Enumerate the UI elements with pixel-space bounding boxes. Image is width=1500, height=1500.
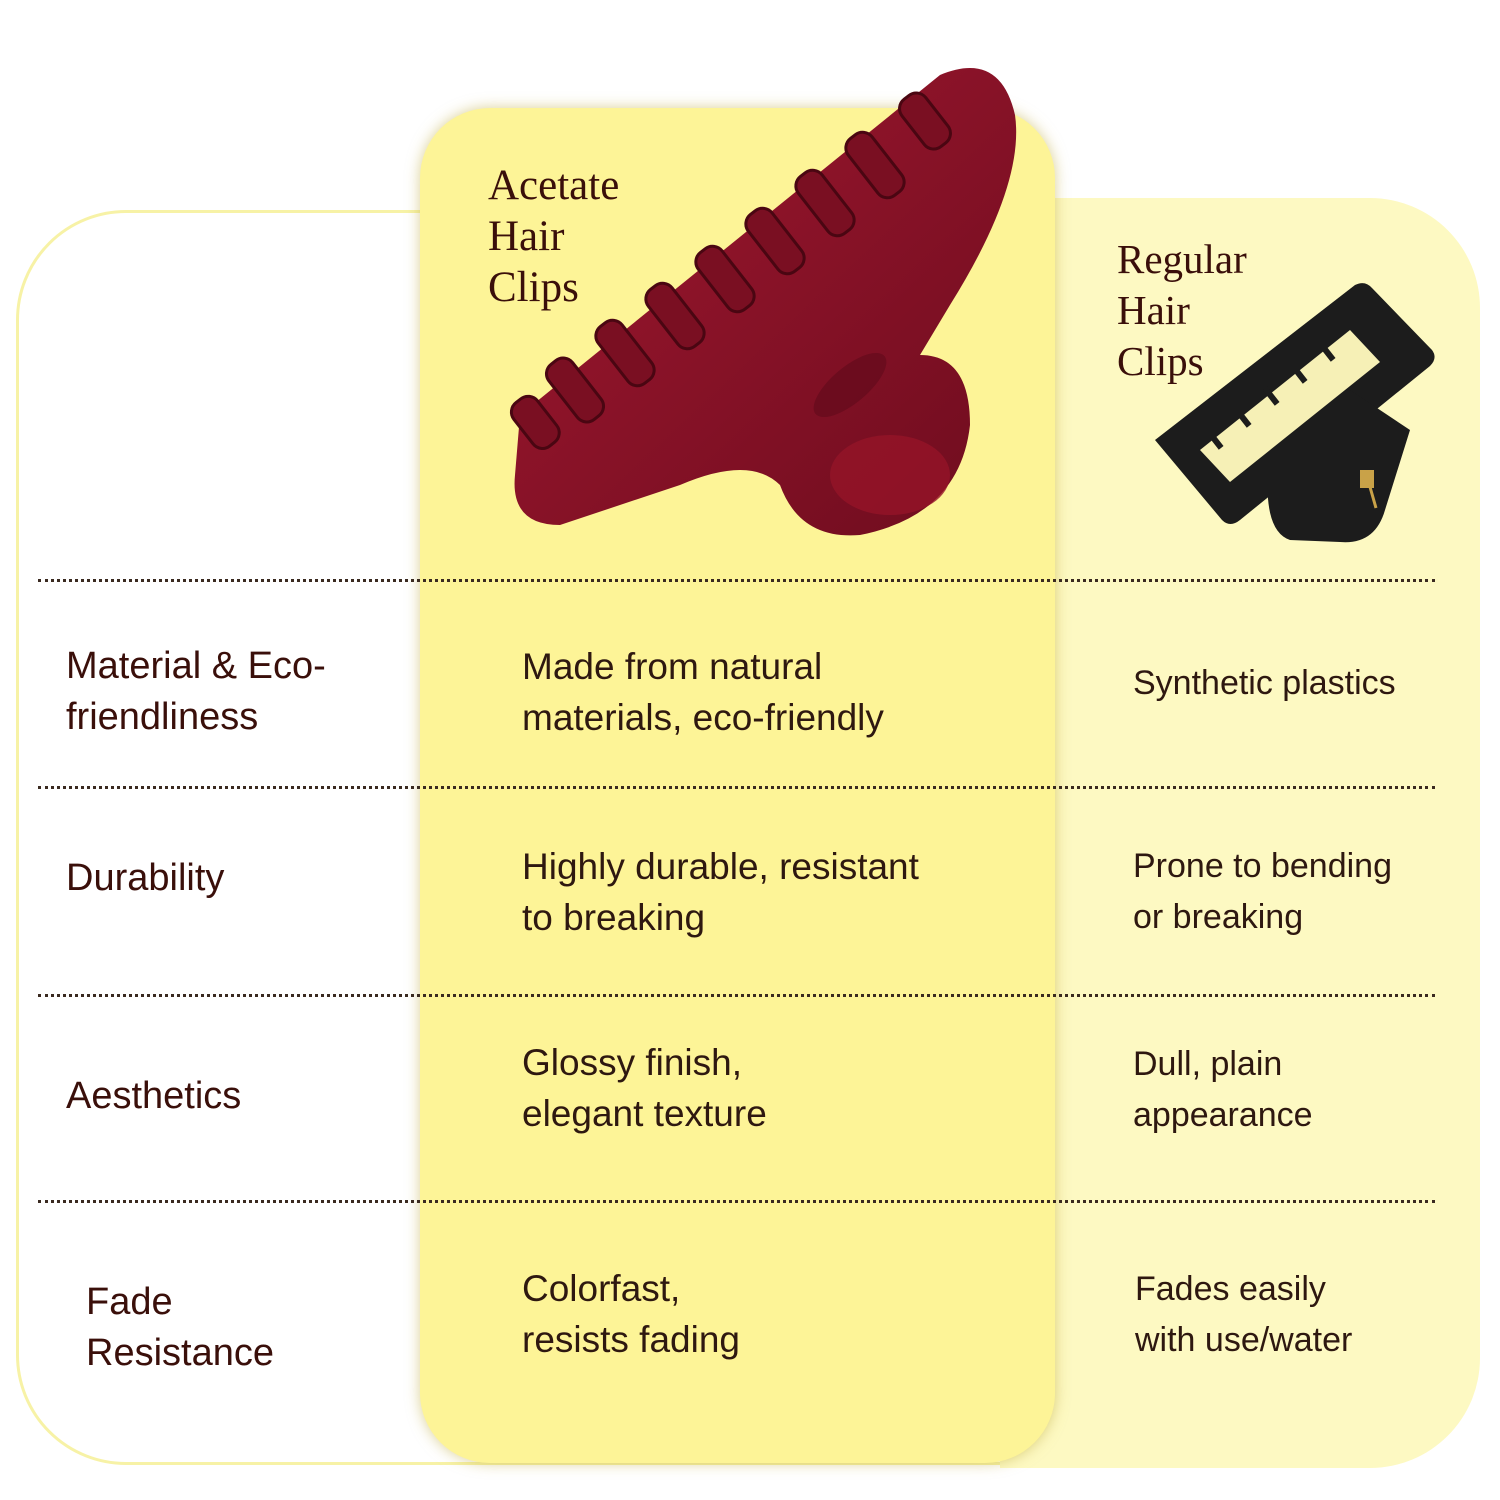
regular-cell-aesthetics: Dull, plain appearance [1133, 1045, 1313, 1134]
regular-cell-fade-resistance: Fades easily with use/water [1135, 1270, 1353, 1359]
row-label-durability: Durability [66, 857, 225, 899]
burgundy-claw-clip-icon [509, 68, 1017, 536]
acetate-cell-fade-resistance: Colorfast, resists fading [522, 1268, 740, 1360]
acetate-column-title: Acetate Hair Clips [488, 162, 620, 311]
regular-cell-durability: Prone to bending or breaking [1133, 847, 1392, 936]
regular-column-title: Regular Hair Clips [1117, 236, 1247, 384]
acetate-cell-material: Made from natural materials, eco-friendl… [522, 646, 884, 738]
acetate-cell-aesthetics: Glossy finish, elegant texture [522, 1042, 767, 1134]
row-divider [38, 579, 1435, 582]
row-divider [38, 1200, 1435, 1203]
black-claw-clip-icon [1155, 283, 1435, 543]
row-divider [38, 786, 1435, 789]
row-label-aesthetics: Aesthetics [66, 1075, 242, 1117]
row-label-fade-resistance: Fade Resistance [86, 1281, 274, 1374]
row-divider [38, 994, 1435, 997]
regular-cell-material: Synthetic plastics [1133, 664, 1396, 702]
row-label-material: Material & Eco- friendliness [66, 645, 326, 738]
acetate-cell-durability: Highly durable, resistant to breaking [522, 846, 919, 938]
